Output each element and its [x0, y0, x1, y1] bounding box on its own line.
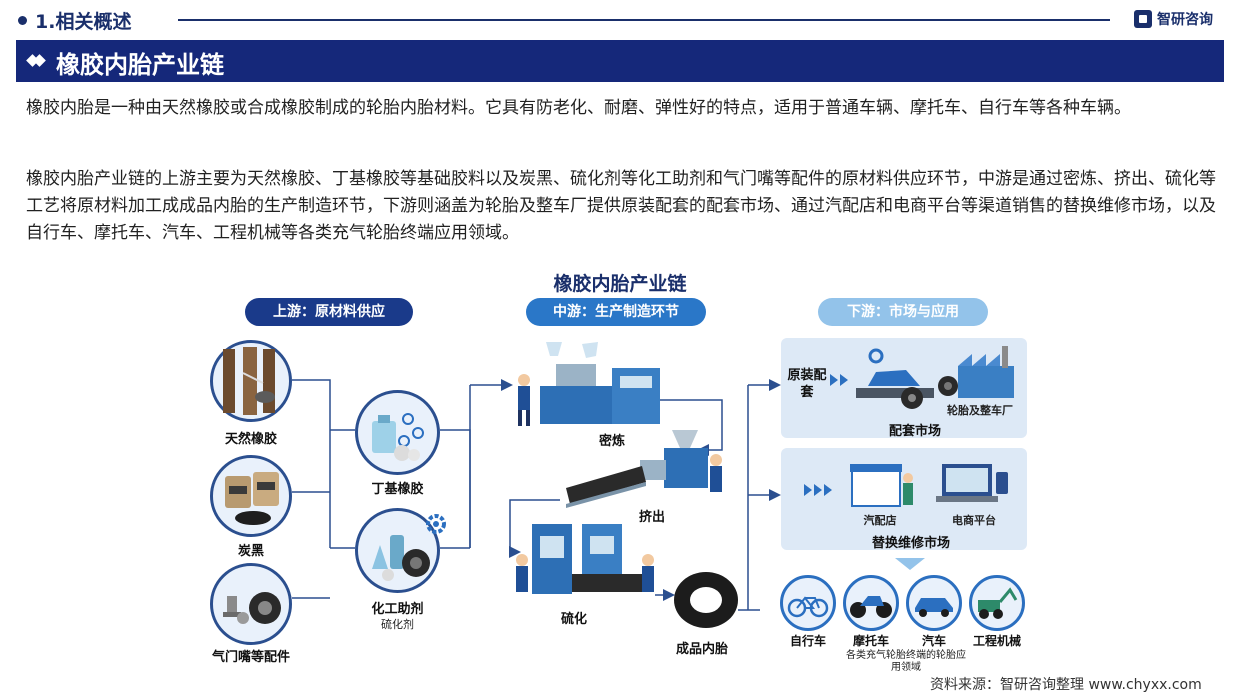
finished-tube-label: 成品内胎: [675, 642, 728, 657]
chemical-aids-node: [355, 508, 440, 593]
diagram-title: 橡胶内胎产业链: [553, 273, 687, 295]
gear-icon: [426, 514, 446, 534]
chemistry-flask-icon: [372, 413, 424, 461]
chemical-aids-label: 化工助剂: [371, 602, 424, 617]
rubber-tree-icon: [223, 347, 275, 415]
bicycle-icon: [787, 596, 829, 618]
extrusion-label: 挤出: [638, 510, 665, 525]
chain-paragraph: 橡胶内胎产业链的上游主要为天然橡胶、丁基橡胶等基础胶料以及炭黑、硫化剂等化工助剂…: [26, 169, 1216, 243]
chemical-aids-icon: [372, 535, 430, 581]
natural-rubber-node: [210, 340, 292, 422]
carbon-black-label: 炭黑: [237, 544, 264, 559]
valve-parts-node: [210, 563, 292, 645]
butyl-rubber-node: [355, 390, 440, 475]
vulcanization-label: 硫化: [560, 612, 587, 627]
mixing-machine-illustration: [518, 342, 660, 426]
inner-tube-icon: [674, 572, 738, 628]
oem-illustration: [830, 346, 1014, 409]
app-car-label: 汽车: [921, 634, 946, 648]
excavator-icon: [978, 587, 1018, 619]
upstream-stage-pill: 上游：原材料供应: [245, 298, 413, 326]
mixing-label: 密炼: [598, 434, 625, 449]
carbon-black-bags-icon: [225, 472, 279, 525]
auto-parts-store-label: 汽配店: [863, 514, 897, 527]
extrusion-machine-illustration: [566, 430, 722, 508]
oem-target-label: 轮胎及整车厂: [947, 404, 1013, 417]
motorcycle-icon: [850, 596, 892, 618]
butyl-rubber-label: 丁基橡胶: [371, 482, 424, 497]
title-banner: 橡胶内胎产业链: [16, 40, 1224, 82]
car-node: [906, 575, 962, 631]
downstream-stage-pill: 下游：市场与应用: [818, 298, 988, 326]
app-machinery-label: 工程机械: [972, 634, 1021, 648]
app-motorcycle-label: 摩托车: [852, 634, 889, 648]
oem-market-label: 配套市场: [888, 424, 941, 439]
section-title: 1.相关概述: [18, 7, 131, 34]
natural-rubber-label: 天然橡胶: [224, 432, 277, 447]
carbon-black-node: [210, 455, 292, 537]
chemical-aids-sublabel: 硫化剂: [381, 618, 414, 631]
motorcycle-node: [843, 575, 899, 631]
top-header: 1.相关概述 智研咨询: [0, 0, 1240, 38]
valve-and-tire-icon: [223, 592, 281, 624]
replacement-illustration: [804, 464, 1008, 507]
oem-tag-label: 原装配套: [787, 368, 827, 400]
source-footer: 资料来源：智研咨询整理 www.chyxx.com: [930, 677, 1202, 693]
app-bicycle-label: 自行车: [789, 634, 826, 648]
valve-parts-label: 气门嘴等配件: [211, 650, 290, 665]
vulcanization-machine-illustration: [516, 524, 654, 594]
construction-machinery-node: [969, 575, 1025, 631]
banner-title: 橡胶内胎产业链: [56, 51, 224, 79]
intro-paragraph: 橡胶内胎是一种由天然橡胶或合成橡胶制成的轮胎内胎材料。它具有防老化、耐磨、弹性好…: [26, 98, 1131, 118]
car-icon: [915, 598, 953, 617]
header-divider: [178, 19, 1110, 21]
brand-logo: 智研咨询: [1134, 9, 1213, 29]
section-title-text: 1.相关概述: [35, 11, 132, 33]
ecommerce-label: 电商平台: [952, 514, 996, 527]
brand-logo-text: 智研咨询: [1157, 12, 1213, 28]
replacement-market-label: 替换维修市场: [871, 536, 950, 551]
bicycle-node: [780, 575, 836, 631]
midstream-stage-pill: 中游：生产制造环节: [526, 298, 706, 326]
apps-note: 各类充气轮胎终端的轮胎应用领域: [846, 650, 966, 673]
bullet-dot-icon: [18, 16, 27, 25]
brand-logo-icon: [1134, 10, 1152, 28]
